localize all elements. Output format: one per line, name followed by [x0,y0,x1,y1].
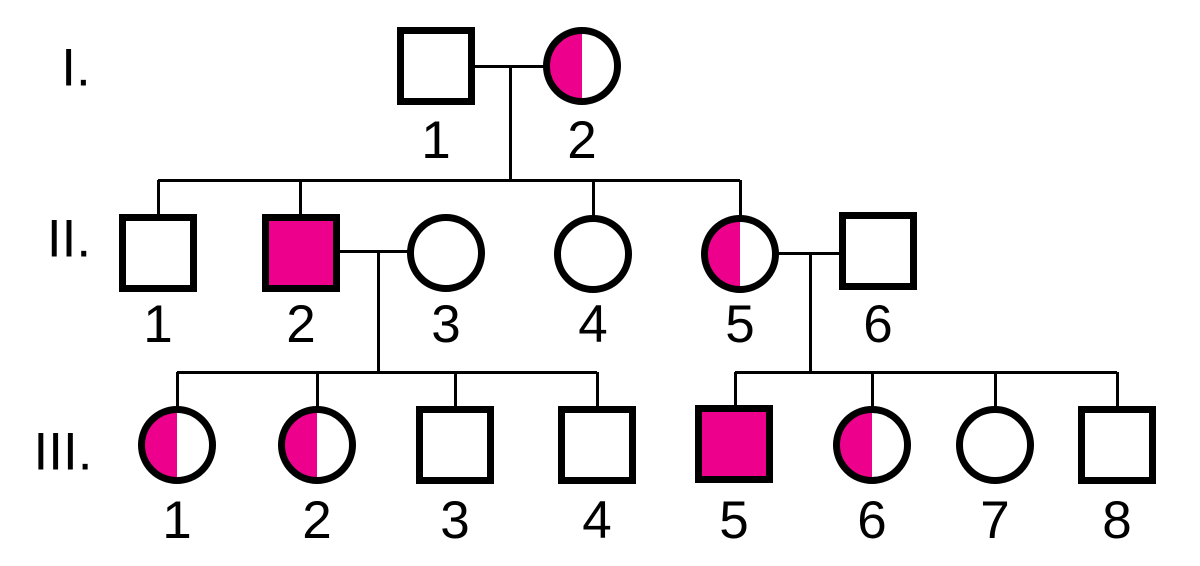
individual-III-4-symbol [558,406,636,484]
child-drop-line [591,180,595,221]
generation-label-2: II. [46,209,92,269]
individual-II-2-number: 2 [286,295,316,354]
individual-II-5-number: 5 [725,295,755,354]
individual-III-3-symbol [416,406,494,484]
individual-II-6-number: 6 [863,295,893,354]
individual-II-4-symbol [554,215,632,293]
child-drop-line [298,180,302,219]
individual-III-5-symbol [695,405,773,483]
individual-III-5-number: 5 [719,491,749,550]
individual-I-1-number: 1 [421,111,451,170]
descent-line [376,251,380,372]
individual-III-2-symbol [278,406,356,484]
child-drop-line [993,372,997,411]
individual-I-2-number: 2 [567,111,597,170]
individual-II-5-symbol [701,215,779,293]
individual-II-6-symbol [839,212,917,290]
generation-label-1: I. [61,38,91,98]
child-drop-line [1115,372,1119,410]
child-drop-line [453,372,457,410]
child-drop-line [595,372,599,410]
sibship-line [735,370,1117,374]
descent-line [508,66,512,180]
child-drop-line [175,372,179,411]
individual-II-1-number: 1 [143,295,173,354]
individual-III-7-symbol [956,406,1034,484]
individual-III-6-symbol [833,406,911,484]
individual-II-4-number: 4 [578,295,608,354]
individual-III-8-symbol [1078,406,1156,484]
individual-III-2-number: 2 [302,491,332,550]
individual-I-2-symbol [543,27,621,105]
child-drop-line [315,372,319,411]
child-drop-line [733,372,737,410]
generation-label-3: III. [33,422,93,482]
descent-line [808,253,812,372]
child-drop-line [870,372,874,411]
individual-III-7-number: 7 [980,491,1010,550]
sibship-line [158,178,740,182]
individual-II-2-symbol [262,214,340,292]
individual-III-3-number: 3 [440,491,470,550]
individual-I-1-symbol [397,27,475,105]
child-drop-line [738,180,742,221]
individual-III-1-symbol [138,406,216,484]
individual-III-4-number: 4 [582,491,612,550]
individual-III-8-number: 8 [1102,491,1132,550]
couple-line [338,249,411,253]
individual-III-1-number: 1 [162,491,192,550]
individual-II-3-symbol [407,214,485,292]
sibship-line [177,370,597,374]
individual-II-1-symbol [119,214,197,292]
individual-II-3-number: 3 [431,295,461,354]
child-drop-line [156,180,160,219]
individual-III-6-number: 6 [857,491,887,550]
